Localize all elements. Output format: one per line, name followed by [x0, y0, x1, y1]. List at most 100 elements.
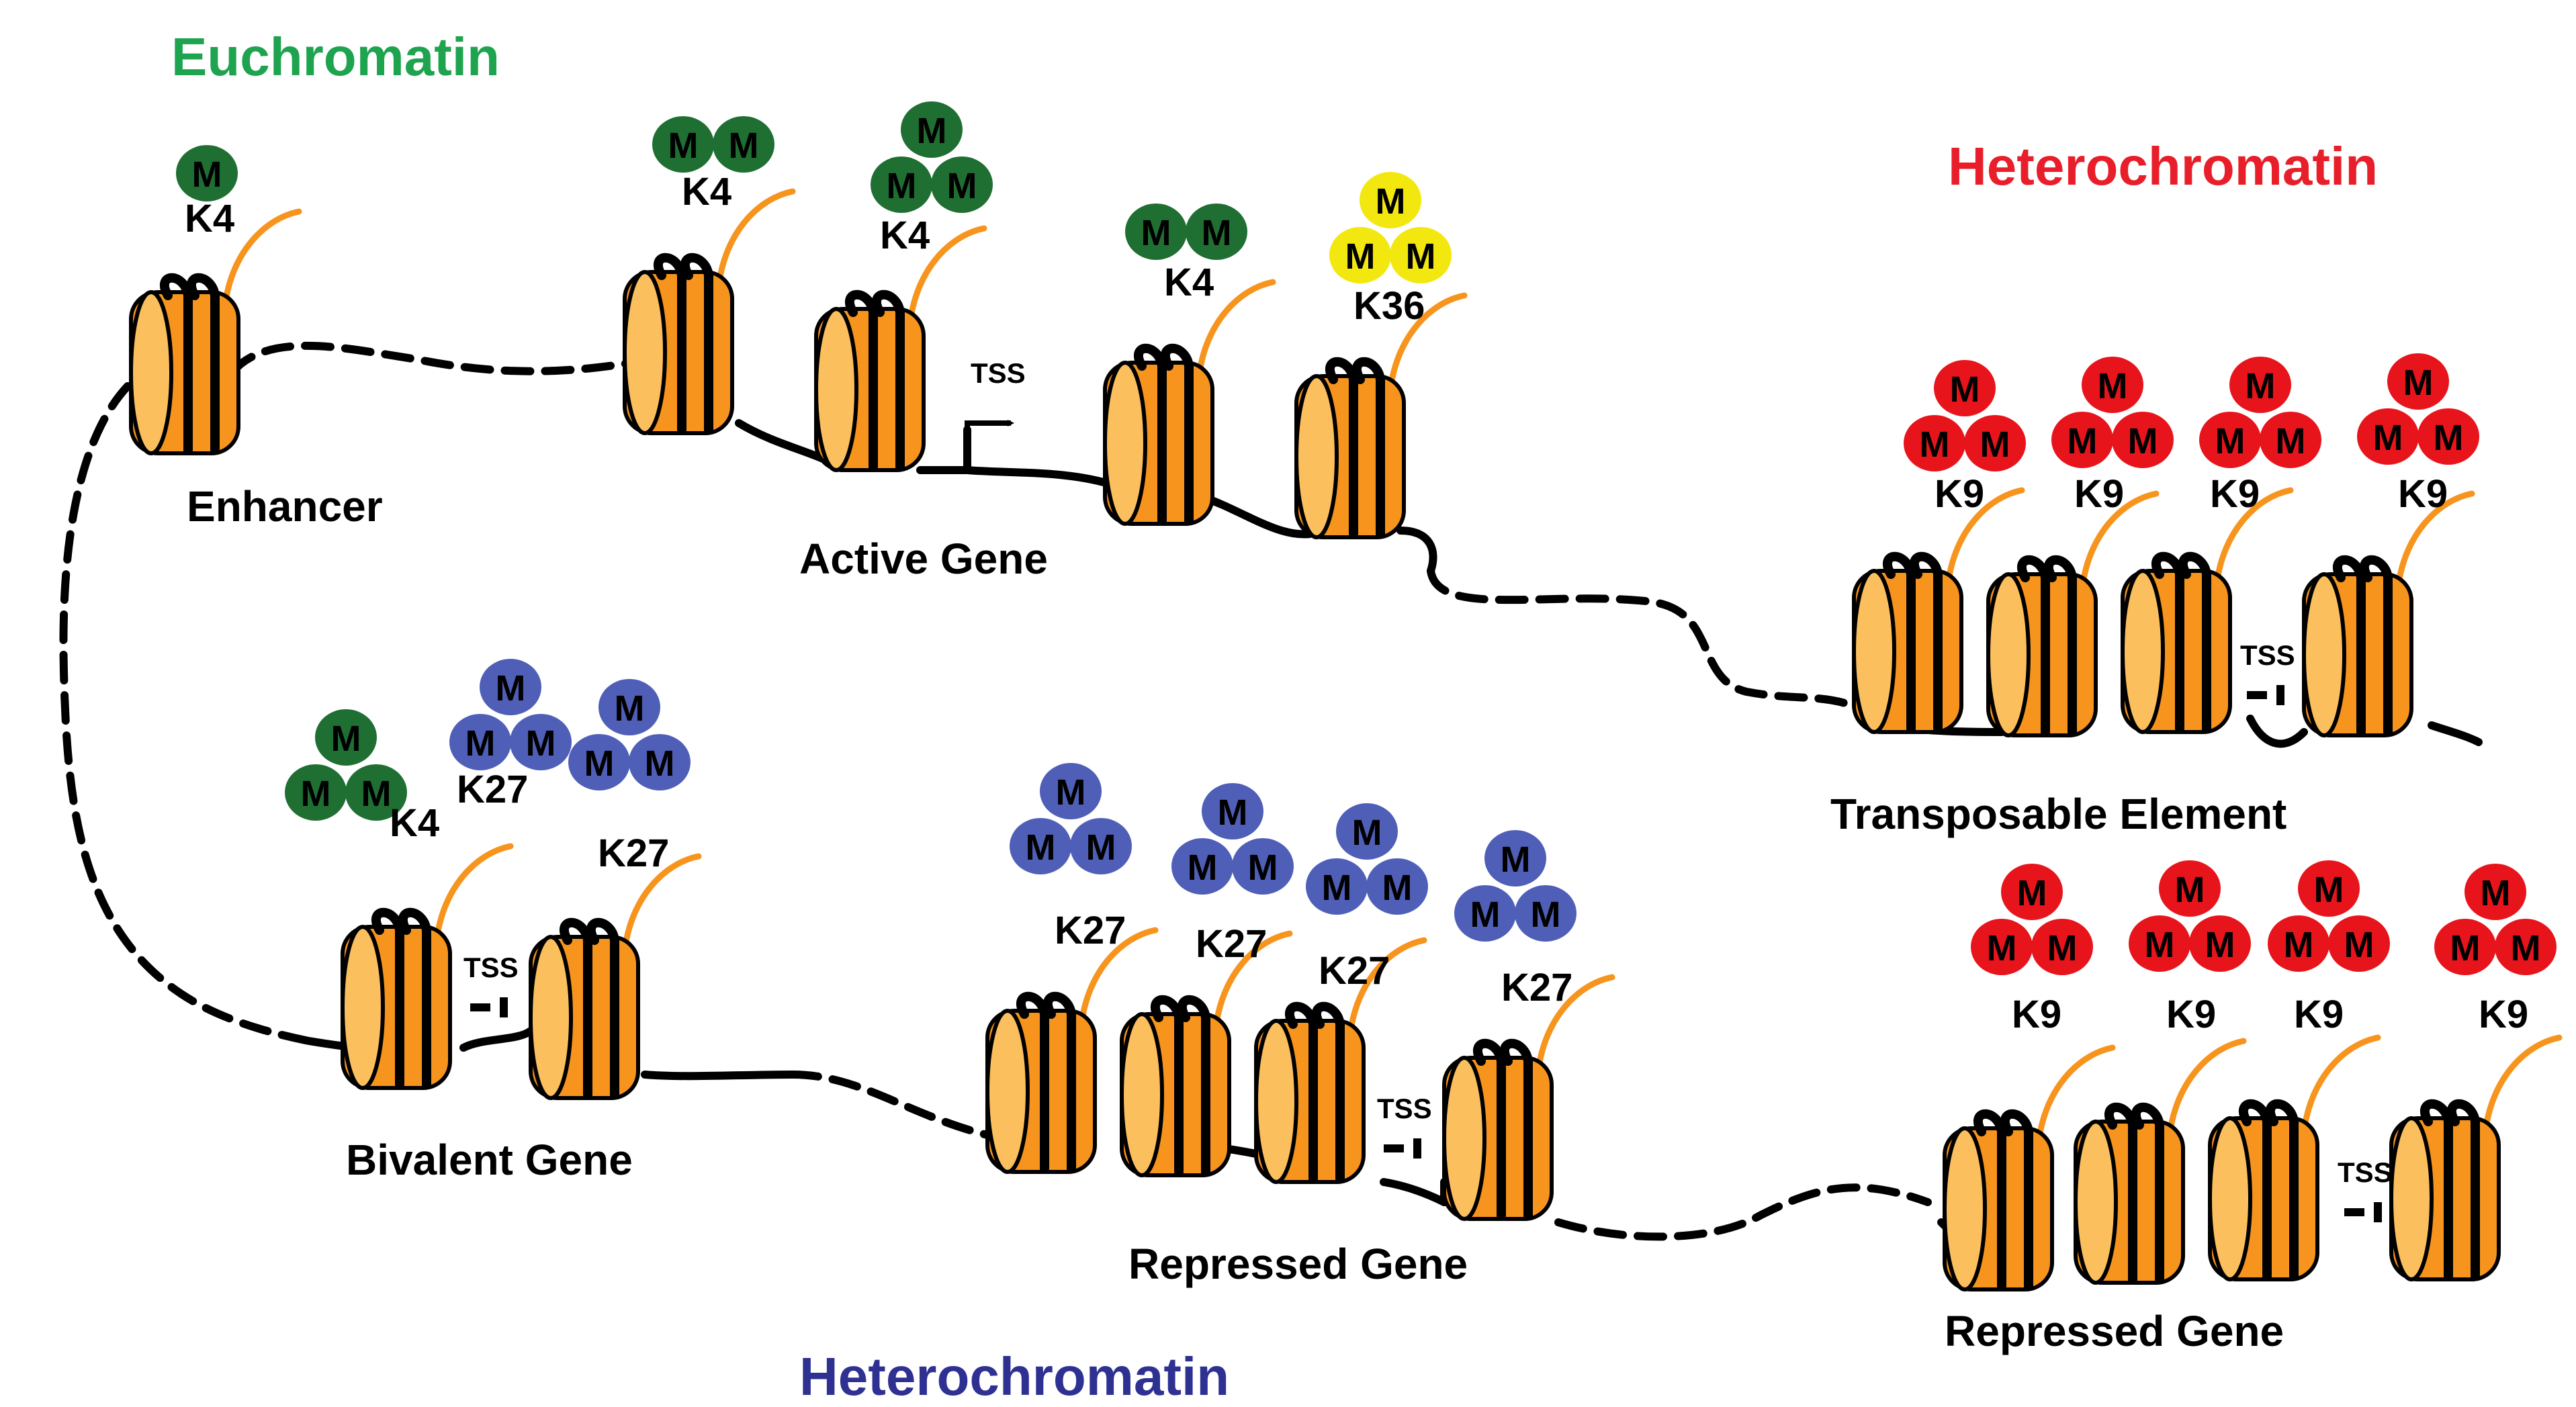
methyl-circle: [2417, 408, 2479, 465]
dna-wrap: [1312, 1001, 1345, 1183]
enhancer-label: Enhancer: [187, 482, 383, 531]
methyl-circle: [1070, 818, 1132, 874]
methyl-circle: [2495, 919, 2557, 975]
methyl-circle: [1366, 858, 1428, 915]
nucleosome-face: [1442, 1056, 1486, 1221]
nucleosome-face: [341, 925, 385, 1090]
dna-segment: [1198, 493, 1314, 539]
methyl-circle: [1971, 919, 2033, 975]
methyl-symbol: M: [1248, 848, 1278, 888]
methyl-circle: [1186, 203, 1247, 260]
methyl-symbol: M: [947, 166, 977, 206]
dna-wrap: [371, 907, 404, 1089]
nucleosome: [1986, 490, 2160, 737]
dna-wrap: [2131, 1102, 2164, 1284]
methyl-circle: [2129, 915, 2190, 972]
histone-mark-label: K27: [1501, 966, 1572, 1009]
histone-tail: [2213, 487, 2294, 588]
methyl-symbol: M: [2403, 363, 2434, 403]
nucleosome-face: [2074, 1120, 2118, 1285]
methyl-symbol: M: [2215, 421, 2246, 461]
dna-wrap: [2044, 555, 2077, 737]
dna-wrap: [1325, 357, 1358, 539]
tss-marker: TSS: [2338, 1156, 2393, 1222]
dna-wrap: [560, 917, 592, 1099]
methyl-circle: [315, 709, 377, 766]
histone-tail: [1196, 279, 1276, 379]
nucleosome: [985, 927, 1159, 1174]
dna-segment: [916, 426, 971, 474]
nucleosome: [623, 188, 796, 435]
histone-tail: [715, 188, 796, 289]
dna-wrap: [1178, 995, 1210, 1177]
histone-mark-label: K9: [2012, 993, 2061, 1036]
histone-tail: [2166, 1038, 2247, 1138]
methyl-circle: [2112, 412, 2174, 468]
histone-mark-label: K4: [390, 801, 439, 845]
nucleosome: [1120, 930, 1293, 1177]
tss-label: TSS: [463, 952, 519, 983]
nucleosome-face: [529, 935, 573, 1100]
methyl-symbol: M: [615, 688, 645, 729]
dna-wrap: [654, 253, 686, 435]
histone-mark-label: K4: [185, 197, 234, 240]
methyl-symbol: M: [2284, 925, 2314, 965]
nucleosome-face: [2389, 1116, 2434, 1281]
methyl-circle: [1010, 818, 1071, 874]
methyl-circle: [345, 764, 407, 821]
methyl-circle: [2159, 860, 2221, 917]
methyl-symbol: M: [1406, 236, 1436, 277]
methyl-circle: [1484, 830, 1546, 887]
dna-wrap: [1500, 1038, 1533, 1220]
histone-mark-label: K4: [880, 214, 930, 257]
dna-wrap: [2266, 1099, 2299, 1281]
dna-wrap: [680, 253, 713, 435]
transposable-element-label: Transposable Element: [1830, 790, 2287, 838]
nucleosome: [1254, 937, 1427, 1184]
dna-wrap: [1016, 991, 1049, 1173]
tss-arrow: [965, 420, 1014, 470]
methyl-symbol: M: [1352, 813, 1382, 853]
nucleosome: [2074, 1038, 2247, 1285]
heterochromatin-title-bottom: Heterochromatin: [799, 1347, 1230, 1406]
methyl-circle: [1390, 227, 1452, 283]
dna-segment: [228, 341, 635, 377]
nucleosome-face: [129, 290, 173, 455]
dna-wrap: [1285, 1001, 1318, 1183]
methyl-circle: [510, 714, 572, 770]
methyl-symbol: M: [1345, 236, 1376, 277]
dna-wrap: [1473, 1038, 1506, 1220]
histone-tail: [2301, 1034, 2381, 1135]
methyl-circle: [176, 145, 238, 201]
methyl-symbol: M: [1501, 839, 1531, 880]
nucleosome: [1943, 1044, 2116, 1291]
dna-segment: [1396, 527, 1437, 575]
nucleosome: [341, 843, 514, 1090]
methyl-circle: [2001, 864, 2063, 920]
methyl-circle: [1306, 858, 1368, 915]
histone-mark-label: K27: [1319, 949, 1390, 993]
methyl-symbol: M: [2450, 928, 2481, 968]
methyl-symbol: M: [2276, 421, 2306, 461]
dna-segment: [2246, 715, 2308, 748]
methyl-symbol: M: [361, 774, 392, 814]
dna-wrap: [1151, 995, 1184, 1177]
dna-wrap: [586, 917, 619, 1099]
methyl-circle: [2328, 915, 2390, 972]
methyl-symbol: M: [1470, 895, 1501, 935]
dna-segment: [459, 1027, 535, 1052]
methyl-circle: [598, 679, 660, 735]
methyl-symbol: M: [2098, 366, 2128, 406]
methyl-circle: [2082, 357, 2143, 413]
dna-wrap: [160, 273, 193, 455]
active-gene-label: Active Gene: [799, 535, 1048, 583]
